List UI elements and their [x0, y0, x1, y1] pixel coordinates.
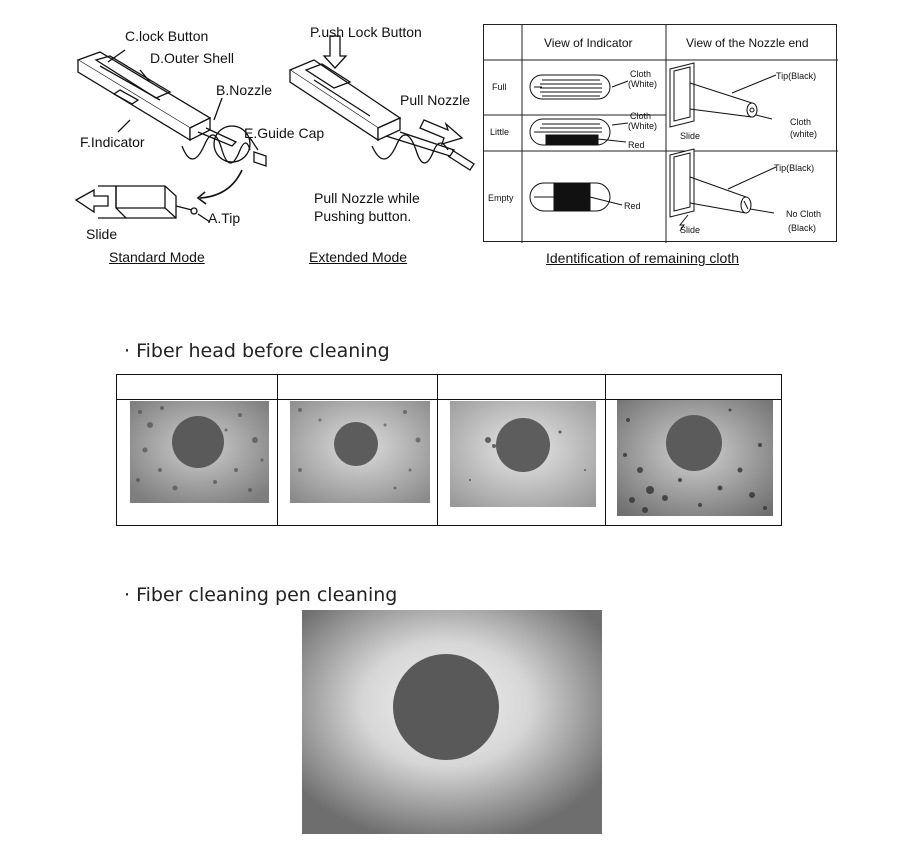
nozzle-empty-cloth-label: No Cloth — [786, 209, 822, 219]
row-label-empty: Empty — [488, 193, 514, 203]
label-push-lock-button: P.ush Lock Button — [310, 24, 422, 40]
indicator-little-drawing — [529, 118, 629, 146]
caption-standard-mode: Standard Mode — [109, 249, 205, 265]
label-nozzle: B.Nozzle — [216, 82, 273, 98]
caption-extended-mode: Extended Mode — [309, 249, 408, 265]
nozzle-empty-slide-label: Slide — [680, 225, 701, 235]
label-indicator: F.Indicator — [80, 134, 145, 150]
indicator-full-drawing — [529, 74, 629, 100]
standard-pen-drawing — [74, 49, 267, 223]
table-header-indicator: View of Indicator — [544, 36, 633, 50]
extended-pen-drawing — [288, 35, 475, 171]
little-red-label: Red — [628, 140, 645, 150]
nozzle-full-tip-label: Tip(Black) — [776, 71, 817, 81]
full-cloth-color: (White) — [628, 79, 657, 89]
nozzle-empty-cloth-color: (Black) — [788, 223, 817, 233]
pen-diagram — [74, 35, 475, 223]
empty-red-label: Red — [624, 201, 641, 211]
table-grid — [484, 25, 838, 243]
table-header-nozzle: View of the Nozzle end — [686, 36, 809, 50]
full-cloth-label: Cloth — [630, 69, 652, 79]
label-pull-nozzle: Pull Nozzle — [400, 92, 471, 108]
nozzle-full-slide-label: Slide — [680, 131, 701, 141]
little-cloth-label: Cloth — [630, 111, 652, 121]
row-label-full: Full — [492, 82, 507, 92]
label-guide-cap: E.Guide Cap — [244, 125, 325, 141]
little-cloth-color: (White) — [628, 121, 657, 131]
before-cleaning-heading: · Fiber head before cleaning — [124, 340, 390, 362]
caption-identification: Identification of remaining cloth — [546, 250, 739, 266]
nozzle-full-cloth-color: (white) — [790, 129, 818, 139]
instruction-line-2: Pushing button. — [314, 208, 412, 224]
before-cleaning-strip — [116, 374, 782, 526]
label-outer-shell: D.Outer Shell — [150, 50, 235, 66]
after-image — [302, 610, 602, 834]
instruction-line-1: Pull Nozzle while — [314, 190, 420, 206]
nozzle-empty-tip-label: Tip(Black) — [774, 163, 815, 173]
label-tip: A.Tip — [208, 210, 241, 226]
row-label-little: Little — [490, 127, 510, 137]
cloth-identification-table: View of Indicator View of the Nozzle end… — [483, 24, 838, 243]
after-cleaning-heading: · Fiber cleaning pen cleaning — [124, 584, 398, 606]
nozzle-empty-drawing — [669, 148, 777, 232]
nozzle-full-cloth-label: Cloth — [790, 117, 812, 127]
label-slide: Slide — [86, 226, 118, 242]
indicator-empty-drawing — [529, 182, 623, 212]
nozzle-full-drawing — [669, 62, 777, 128]
label-lock-button: C.lock Button — [125, 28, 209, 44]
